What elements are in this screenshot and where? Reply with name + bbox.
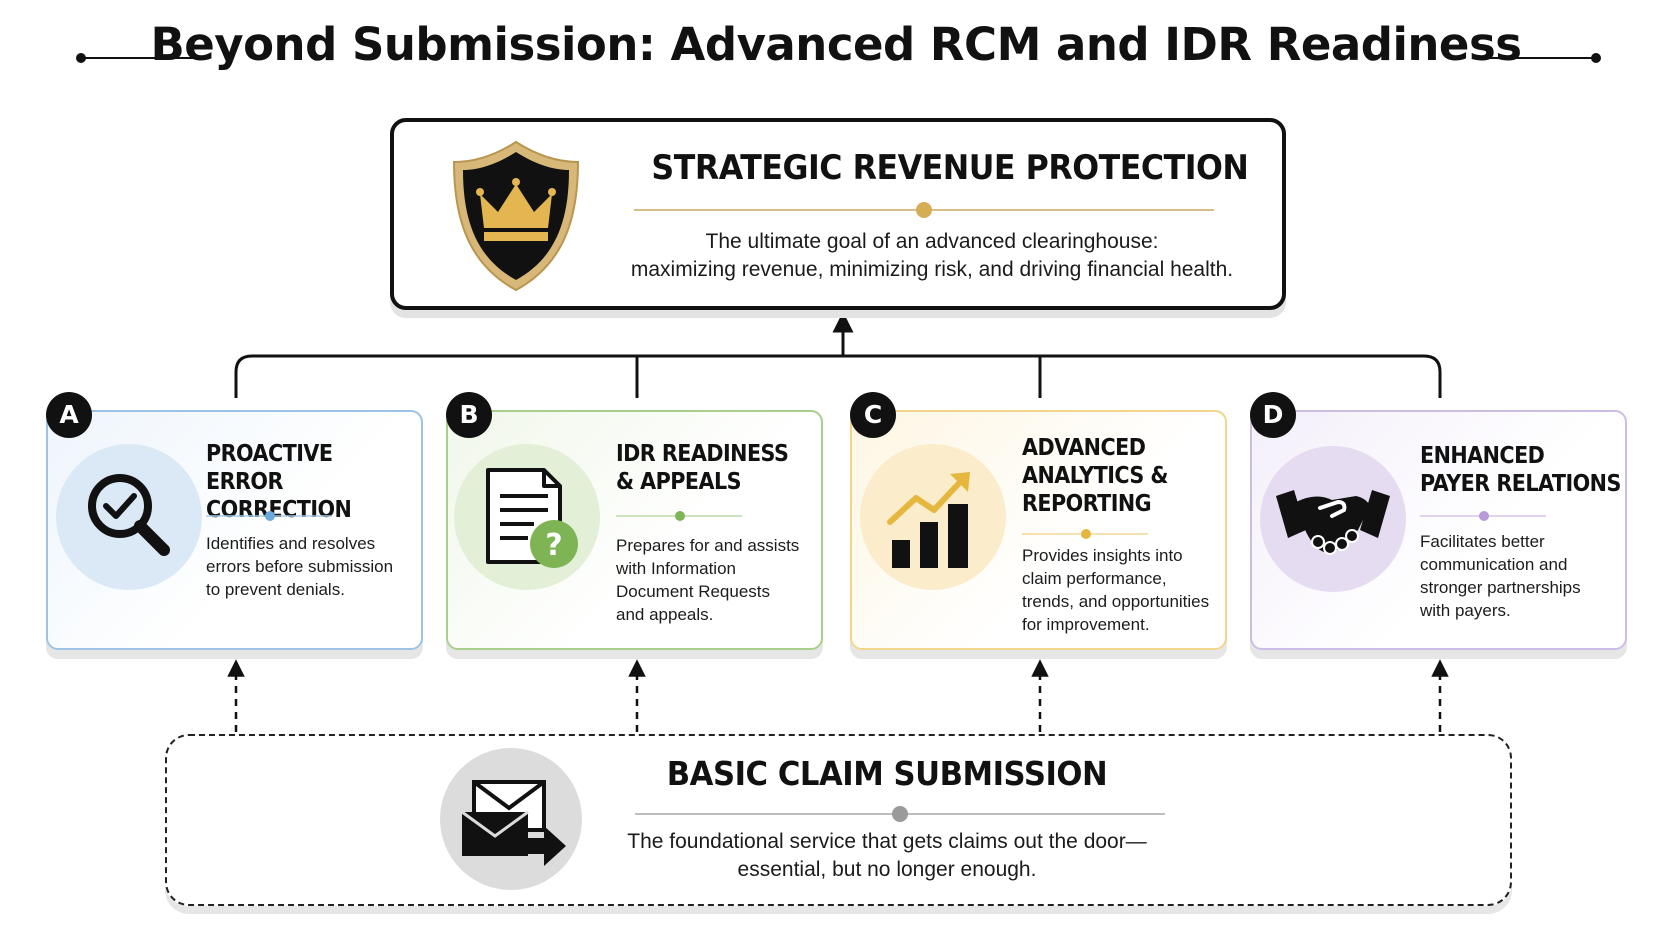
bottom-divider (635, 806, 1165, 822)
growth-chart-icon (887, 472, 970, 568)
card-c-badge: C (850, 392, 896, 438)
card-d-desc-line4: with payers. (1420, 601, 1511, 620)
card-d-badge: D (1250, 392, 1296, 438)
top-title: STRATEGIC REVENUE PROTECTION (651, 148, 1249, 188)
bottom-desc-line1: The foundational service that gets claim… (627, 830, 1147, 853)
card-d-divider (1420, 511, 1546, 521)
title-rule-left (80, 57, 200, 59)
card-b-title-line2: & APPEALS (616, 469, 742, 495)
strategic-revenue-protection-box: STRATEGIC REVENUE PROTECTION The ultimat… (390, 118, 1286, 310)
handshake-icon (1276, 490, 1390, 555)
card-proactive-error-correction: PROACTIVE ERROR CORRECTION Identifies an… (46, 410, 423, 650)
page-title: Beyond Submission: Advanced RCM and IDR … (150, 18, 1522, 71)
card-c-title-line1: ADVANCED (1022, 435, 1146, 461)
card-c-title-line3: REPORTING (1022, 491, 1152, 517)
card-d-desc-line2: communication and (1420, 555, 1568, 574)
card-enhanced-payer-relations: ENHANCED PAYER RELATIONS Facilitates bet… (1250, 410, 1627, 650)
shield-crown-icon (452, 140, 580, 292)
card-c-desc-line3: trends, and opportunities (1022, 592, 1210, 611)
card-d-title-line2: PAYER RELATIONS (1420, 471, 1621, 497)
magnifier-check-icon (88, 474, 170, 556)
card-a-divider (206, 511, 332, 521)
card-c-divider (1022, 529, 1148, 539)
card-a-title-line1: PROACTIVE (206, 441, 333, 467)
bottom-title: BASIC CLAIM SUBMISSION (666, 754, 1108, 793)
card-a-desc-line3: to prevent denials. (206, 580, 345, 599)
card-a-desc-line1: Identifies and resolves (206, 534, 376, 553)
card-b-desc-line4: and appeals. (616, 605, 714, 624)
card-b-desc-line3: Document Requests (616, 582, 771, 601)
card-a-desc-line2: errors before submission (206, 557, 394, 576)
title-dot-right (1591, 53, 1601, 63)
card-b-desc-line1: Prepares for and assists (616, 536, 800, 555)
envelope-send-icon (461, 780, 566, 866)
svg-text:?: ? (545, 528, 562, 563)
top-divider (634, 202, 1214, 218)
card-c-desc-line4: for improvement. (1022, 615, 1150, 634)
card-d-title-line1: ENHANCED (1420, 443, 1545, 469)
card-b-badge: B (446, 392, 492, 438)
card-idr-readiness-appeals: ? IDR READINESS & APPEALS Prepares for a… (446, 410, 823, 650)
card-b-divider (616, 511, 742, 521)
card-b-title-line1: IDR READINESS (616, 441, 789, 467)
card-c-title-line2: ANALYTICS & (1022, 463, 1168, 489)
document-question-icon: ? (486, 468, 578, 568)
card-a-title-line2: ERROR CORRECTION (206, 469, 352, 523)
card-d-desc-line1: Facilitates better (1420, 532, 1545, 551)
title-rule-right (1486, 57, 1596, 59)
title-dot-left (76, 53, 86, 63)
top-desc-line2: maximizing revenue, minimizing risk, and… (630, 258, 1234, 281)
card-b-desc-line2: with Information (616, 559, 736, 578)
card-d-desc-line3: stronger partnerships (1420, 578, 1581, 597)
card-c-desc-line1: Provides insights into (1022, 546, 1183, 565)
card-c-desc-line2: claim performance, (1022, 569, 1167, 588)
top-desc-line1: The ultimate goal of an advanced clearin… (705, 230, 1159, 253)
basic-claim-submission-box: BASIC CLAIM SUBMISSION The foundational … (165, 734, 1512, 906)
card-advanced-analytics-reporting: ADVANCED ANALYTICS & REPORTING Provides … (850, 410, 1227, 650)
card-a-badge: A (46, 392, 92, 438)
bottom-desc-line2: essential, but no longer enough. (737, 858, 1037, 881)
card-a-icon-bg (56, 444, 202, 590)
